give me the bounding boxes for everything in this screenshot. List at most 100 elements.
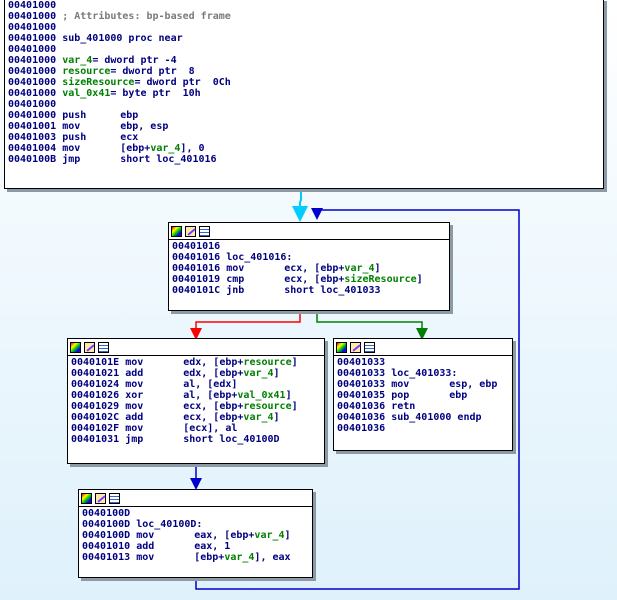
block-entry[interactable]: 00401000 00401000 ; Attributes: bp-based… xyxy=(4,0,604,189)
stack-variable[interactable]: val_0x41 xyxy=(62,88,111,99)
listing-line[interactable]: 00401036 xyxy=(337,423,509,434)
address: 00401019 xyxy=(172,274,221,285)
code-label[interactable]: loc_40100D: xyxy=(136,519,203,530)
address: 00401033 xyxy=(337,368,386,379)
code-label[interactable]: loc_401033: xyxy=(391,368,458,379)
variable-ref[interactable]: var_4 xyxy=(254,530,285,541)
listing-icon[interactable] xyxy=(364,341,375,353)
mnemonic: mov xyxy=(62,121,81,132)
listing-line[interactable]: 00401000 var_4= dword ptr -4 xyxy=(8,55,600,66)
variable-ref[interactable]: var_4 xyxy=(150,143,181,154)
variable-ref[interactable]: resource xyxy=(243,401,292,412)
block-toolbar xyxy=(79,490,312,507)
stack-variable-type: = dword ptr 8 xyxy=(110,66,195,77)
listing-line[interactable]: 00401016 loc_401016: xyxy=(172,252,446,263)
variable-ref[interactable]: sizeResource xyxy=(344,274,417,285)
listing-line[interactable]: 00401000 xyxy=(8,0,600,11)
variable-ref[interactable]: var_4 xyxy=(224,552,255,563)
variable-ref[interactable]: var_4 xyxy=(243,412,274,423)
block-loc-40100D[interactable]: 0040100D 0040100D loc_40100D:0040100D mo… xyxy=(78,489,313,578)
stack-variable-type: = dword ptr -4 xyxy=(92,55,177,66)
stack-variable[interactable]: sizeResource xyxy=(62,77,135,88)
variable-ref[interactable]: var_4 xyxy=(243,368,274,379)
operands: ecx, [ebp+sizeResource] xyxy=(284,274,423,285)
listing-line[interactable]: 00401036 retn xyxy=(337,401,509,412)
listing-line[interactable]: 00401004 mov[ebp+var_4], 0 xyxy=(8,143,600,154)
variable-ref[interactable]: resource xyxy=(243,357,292,368)
block-loc-401033[interactable]: 00401033 00401033 loc_401033:00401033 mo… xyxy=(333,338,513,451)
listing-line[interactable]: 00401016 xyxy=(172,241,446,252)
address: 0040100D xyxy=(82,530,131,541)
block-loc-401016[interactable]: 00401016 00401016 loc_401016:00401016 mo… xyxy=(168,222,450,311)
graph-icon[interactable] xyxy=(70,341,81,353)
address: 00401000 xyxy=(8,33,57,44)
listing-line[interactable]: 00401033 xyxy=(337,357,509,368)
listing-line[interactable]: 0040100D xyxy=(82,508,309,519)
edit-icon[interactable] xyxy=(95,492,106,504)
code-label[interactable]: sub_401000 proc near xyxy=(62,33,183,44)
listing-line[interactable]: 00401000 ; Attributes: bp-based frame xyxy=(8,11,600,22)
listing-line[interactable]: 00401000 sizeResource= dword ptr 0Ch xyxy=(8,77,600,88)
listing-line[interactable]: 00401013 mov[ebp+var_4], eax xyxy=(82,552,309,563)
listing-line[interactable]: 0040102F mov[ecx], al xyxy=(71,423,321,434)
mnemonic: mov xyxy=(125,379,144,390)
listing-icon[interactable] xyxy=(109,492,120,504)
listing-line[interactable]: 00401000 xyxy=(8,22,600,33)
edit-icon[interactable] xyxy=(350,341,361,353)
edit-icon[interactable] xyxy=(84,341,95,353)
address: 00401029 xyxy=(71,401,120,412)
graph-icon[interactable] xyxy=(81,492,92,504)
code-label[interactable]: sub_401000 endp xyxy=(391,412,482,423)
listing-icon[interactable] xyxy=(98,341,109,353)
listing-line[interactable]: 00401033 loc_401033: xyxy=(337,368,509,379)
listing-line[interactable]: 00401000 xyxy=(8,44,600,55)
address: 00401010 xyxy=(82,541,131,552)
operands: esp, ebp xyxy=(449,379,498,390)
stack-variable[interactable]: resource xyxy=(62,66,111,77)
address: 00401000 xyxy=(8,55,57,66)
listing-line[interactable]: 0040100D loc_40100D: xyxy=(82,519,309,530)
code-label[interactable]: loc_401016: xyxy=(226,252,293,263)
listing-line[interactable]: 00401000 sub_401000 proc near xyxy=(8,33,600,44)
listing-line[interactable]: 00401000 xyxy=(8,99,600,110)
edit-icon[interactable] xyxy=(185,225,196,237)
edge-loop-to-body xyxy=(190,310,301,340)
graph-icon[interactable] xyxy=(336,341,347,353)
address: 00401001 xyxy=(8,121,57,132)
operands: edx, [ebp+var_4] xyxy=(183,368,280,379)
address: 00401031 xyxy=(71,434,120,445)
stack-variable[interactable]: var_4 xyxy=(62,55,93,66)
variable-ref[interactable]: val_0x41 xyxy=(237,390,286,401)
listing-icon[interactable] xyxy=(199,225,210,237)
listing-line[interactable]: 00401000 resource= dword ptr 8 xyxy=(8,66,600,77)
address: 00401000 xyxy=(8,22,57,33)
graph-icon[interactable] xyxy=(171,225,182,237)
block-lines: 00401000 00401000 ; Attributes: bp-based… xyxy=(5,0,603,167)
listing-line[interactable]: 00401000 val_0x41= byte ptr 10h xyxy=(8,88,600,99)
block-lines: 00401016 00401016 loc_401016:00401016 mo… xyxy=(169,240,449,298)
mnemonic: push xyxy=(62,110,87,121)
operands: ecx, [ebp+resource] xyxy=(183,401,298,412)
variable-ref[interactable]: var_4 xyxy=(344,263,375,274)
block-toolbar xyxy=(68,339,324,356)
listing-line[interactable]: 00401036 sub_401000 endp xyxy=(337,412,509,423)
